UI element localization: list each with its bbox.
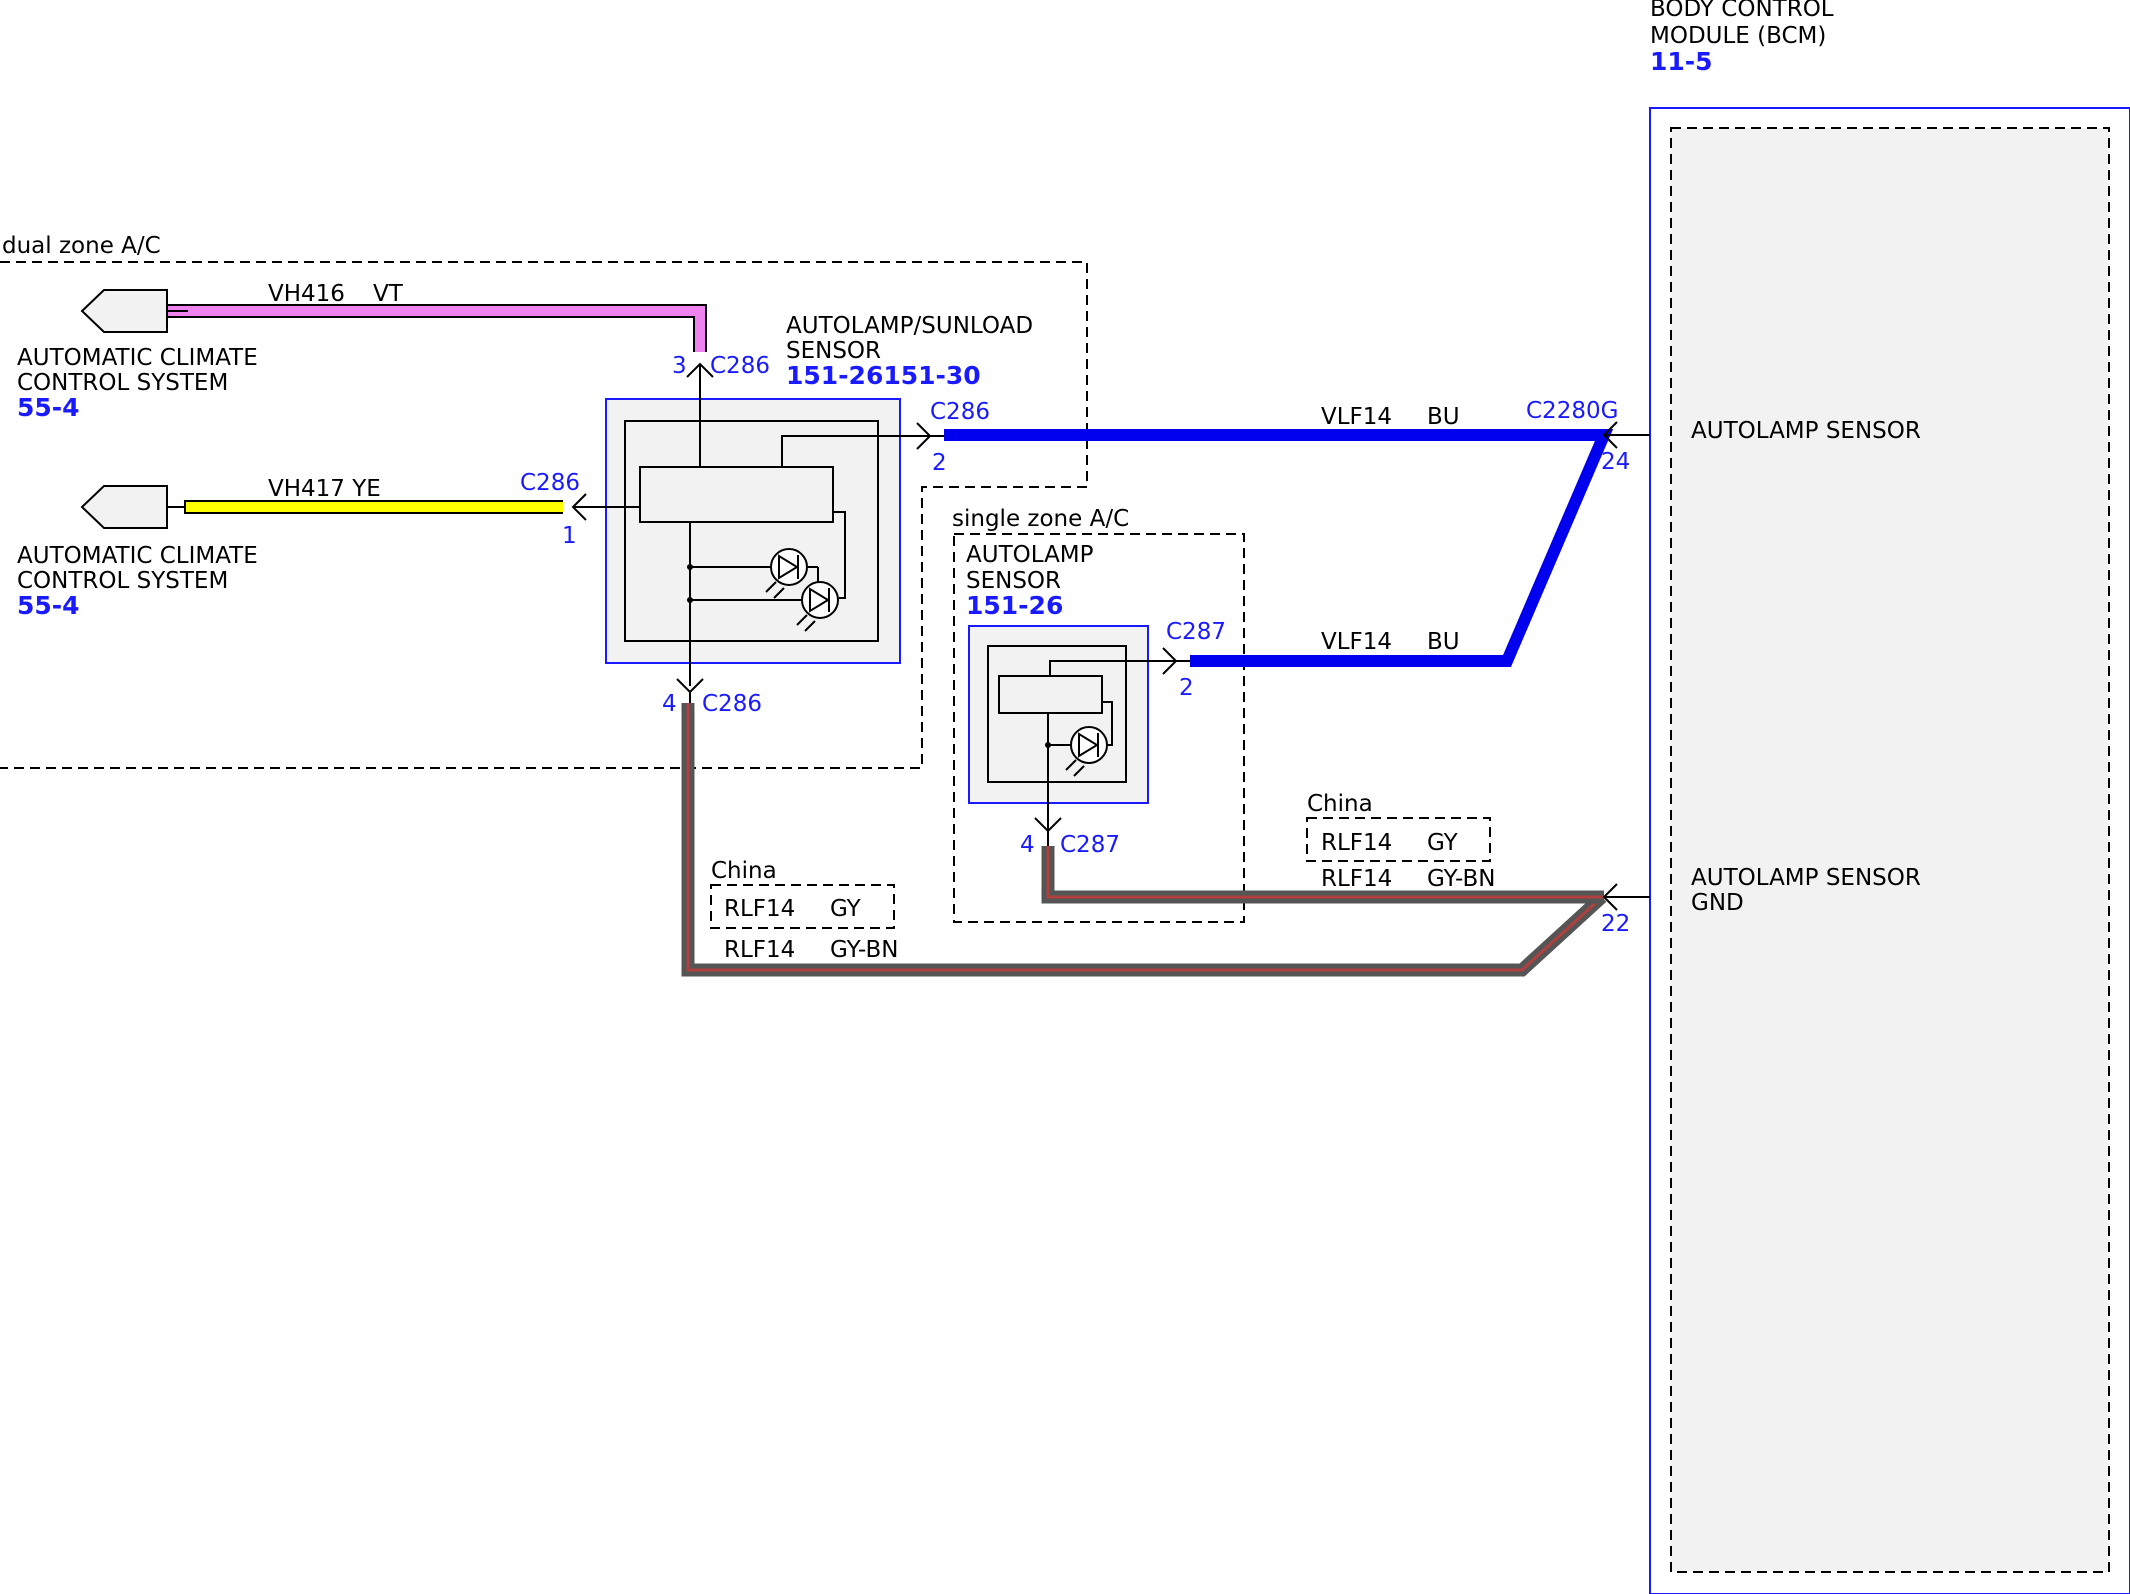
c286-pin2-number: 2 [932, 450, 947, 476]
autolamp-sensor: AUTOLAMP SENSOR 151-26 C287 2 C287 4 [966, 542, 1226, 858]
wire-rlf14-left-color [686, 703, 1604, 972]
climate-2-ref: 55-4 [17, 591, 80, 620]
china-left-circuit: RLF14 [724, 896, 795, 922]
climate-1-ref: 55-4 [17, 393, 80, 422]
bcm-module: BODY CONTROL MODULE (BCM) 11-5 AUTOLAMP … [1649, 0, 2130, 1594]
junction-dot-icon [687, 597, 693, 603]
autolamp-int-wire-loop [1102, 701, 1113, 746]
sunload-sensor-ref: 151-26151-30 [786, 361, 981, 390]
autolamp-sensor-ic [998, 675, 1103, 714]
c286-pin3-number: 3 [672, 353, 687, 379]
vlf14-bottom-color: BU [1427, 629, 1460, 655]
climate-connector-1: AUTOMATIC CLIMATE CONTROL SYSTEM 55-4 [17, 289, 258, 422]
wire-rlf14-right-color [1046, 846, 1604, 899]
c2280g-pin22-arrow [1602, 883, 1618, 911]
vh416-color: VT [373, 281, 404, 307]
climate-2-line1: AUTOMATIC CLIMATE [17, 543, 258, 569]
bcm-pin-gnd-line2: GND [1691, 890, 1744, 916]
climate-2-line2: CONTROL SYSTEM [17, 568, 228, 594]
dual-zone-label: dual zone A/C [2, 233, 161, 259]
c2280g-pin24-arrow [1602, 421, 1618, 449]
sunload-sensor-line2: SENSOR [786, 338, 881, 364]
single-zone-outline [953, 533, 1245, 923]
sunload-sensor-ic [639, 466, 834, 523]
junction-dot-icon [687, 564, 693, 570]
c2280g-pin22: 22 [1601, 911, 1630, 937]
c286-pin3-connector: C286 [710, 353, 770, 379]
c286-pin2-connector: C286 [930, 399, 990, 425]
photodiode-icon [796, 581, 839, 632]
autolamp-sensor-line1: AUTOLAMP [966, 542, 1094, 568]
c287-pin2-connector: C287 [1166, 619, 1226, 645]
single-zone-label: single zone A/C [952, 506, 1129, 532]
bcm-title-line2: MODULE (BCM) [1650, 23, 1826, 49]
c2280g-connector: C2280G [1526, 398, 1618, 424]
c286-pin1-number: 1 [562, 523, 577, 549]
c286-pin1-connector: C286 [520, 470, 580, 496]
autolamp-int-wire-2 [1049, 660, 1170, 676]
china-right-color: GY [1427, 830, 1459, 856]
sunload-int-wire-2 [781, 435, 924, 467]
connector-shape-icon [80, 289, 168, 333]
autolamp-sensor-line2: SENSOR [966, 568, 1061, 594]
sunload-sensor-line1: AUTOLAMP/SUNLOAD [786, 313, 1033, 339]
dual-zone-outline [0, 261, 1088, 769]
c287-pin4-number: 4 [1020, 832, 1035, 858]
photodiode-icon [765, 548, 808, 599]
dual-zone-region: dual zone A/C [0, 233, 1088, 769]
wire-vh416-color [168, 306, 705, 352]
vlf14-bottom-circuit: VLF14 [1321, 629, 1392, 655]
single-zone-region: single zone A/C [952, 506, 1245, 923]
china-variant-right: China RLF14 GY [1306, 791, 1491, 862]
bcm-inner-box [1670, 127, 2110, 1573]
vh417-label: VH417 YE [268, 476, 381, 502]
bcm-title-line1: BODY CONTROL [1650, 0, 1834, 22]
c287-pin2-number: 2 [1179, 675, 1194, 701]
vh416-circuit: VH416 [268, 281, 345, 307]
autolamp-sensor-ref: 151-26 [966, 591, 1063, 620]
c286-pin3-arrow [686, 362, 714, 378]
bcm-ref: 11-5 [1650, 47, 1713, 76]
wire-vlf14 [944, 429, 1614, 667]
c287-pin4-connector: C287 [1060, 832, 1120, 858]
c2280g-pin24: 24 [1601, 449, 1630, 475]
photodiode-icon [1065, 726, 1108, 777]
rlf14-left-circuit: RLF14 [724, 937, 795, 963]
c286-pin1-arrow [571, 493, 587, 521]
china-right-circuit: RLF14 [1321, 830, 1392, 856]
climate-1-line2: CONTROL SYSTEM [17, 370, 228, 396]
climate-connector-2: AUTOMATIC CLIMATE CONTROL SYSTEM 55-4 [17, 485, 258, 620]
china-variant-left: China RLF14 GY [710, 858, 895, 929]
bcm-pin-gnd-line1: AUTOLAMP SENSOR [1691, 865, 1921, 891]
connector-shape-icon [80, 485, 168, 529]
junction-dot-icon [1045, 742, 1051, 748]
sunload-sensor-inner [624, 420, 879, 642]
rlf14-right-color: GY-BN [1427, 866, 1495, 892]
c286-pin4-number: 4 [662, 691, 677, 717]
rlf14-right-circuit: RLF14 [1321, 866, 1392, 892]
climate-1-line1: AUTOMATIC CLIMATE [17, 345, 258, 371]
china-left-color: GY [830, 896, 862, 922]
bcm-pin-autolamp-sensor: AUTOLAMP SENSOR [1691, 418, 1921, 444]
c286-pin4-connector: C286 [702, 691, 762, 717]
sunload-int-wire-loop [833, 511, 846, 599]
china-right-label: China [1307, 791, 1373, 817]
vlf14-top-circuit: VLF14 [1321, 404, 1392, 430]
autolamp-sunload-sensor: AUTOLAMP/SUNLOAD SENSOR 151-26151-30 C28… [520, 313, 1033, 717]
vlf14-top-color: BU [1427, 404, 1460, 430]
china-left-label: China [711, 858, 777, 884]
rlf14-left-color: GY-BN [830, 937, 898, 963]
